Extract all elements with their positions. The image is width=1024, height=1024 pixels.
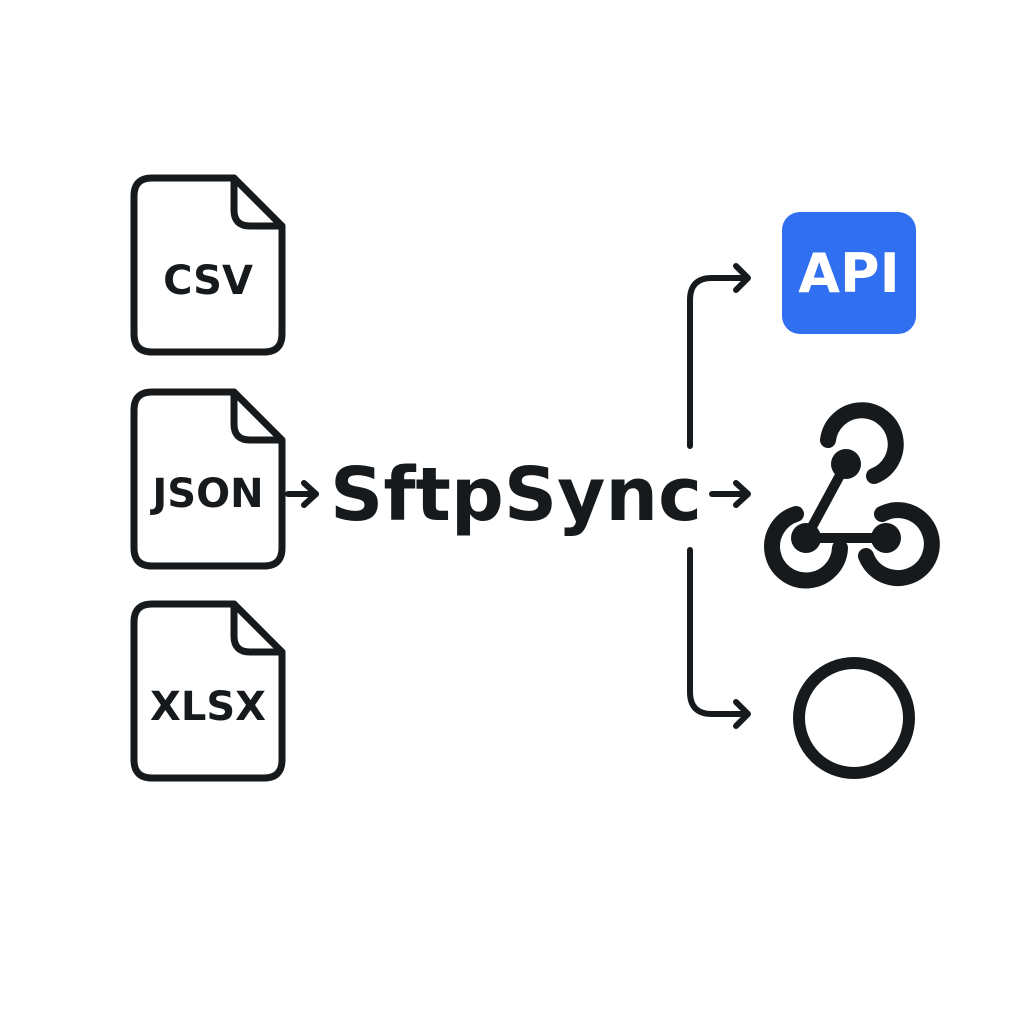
branch-connectors (687, 263, 751, 729)
destination-webhook (764, 402, 940, 589)
hub-label: SftpSync (330, 452, 702, 538)
file-fold (230, 600, 286, 656)
source-file-xlsx: XLSX (130, 600, 286, 782)
arrow-into-hub (285, 480, 319, 508)
source-file-csv: CSV (130, 174, 286, 356)
webhook-icon (764, 402, 940, 589)
file-icon (130, 174, 286, 356)
file-label-csv: CSV (163, 258, 253, 304)
file-label-json: JSON (149, 471, 263, 517)
file-label-xlsx: XLSX (150, 684, 266, 730)
source-file-json: JSON (130, 388, 286, 570)
file-fold (230, 174, 286, 230)
api-label: API (798, 242, 899, 305)
file-fold (230, 388, 286, 444)
destination-circle (793, 657, 915, 779)
destination-api: API (782, 212, 916, 334)
api-badge (782, 212, 916, 334)
file-icon (130, 388, 286, 570)
file-icon (130, 600, 286, 782)
circle-icon (793, 657, 915, 779)
